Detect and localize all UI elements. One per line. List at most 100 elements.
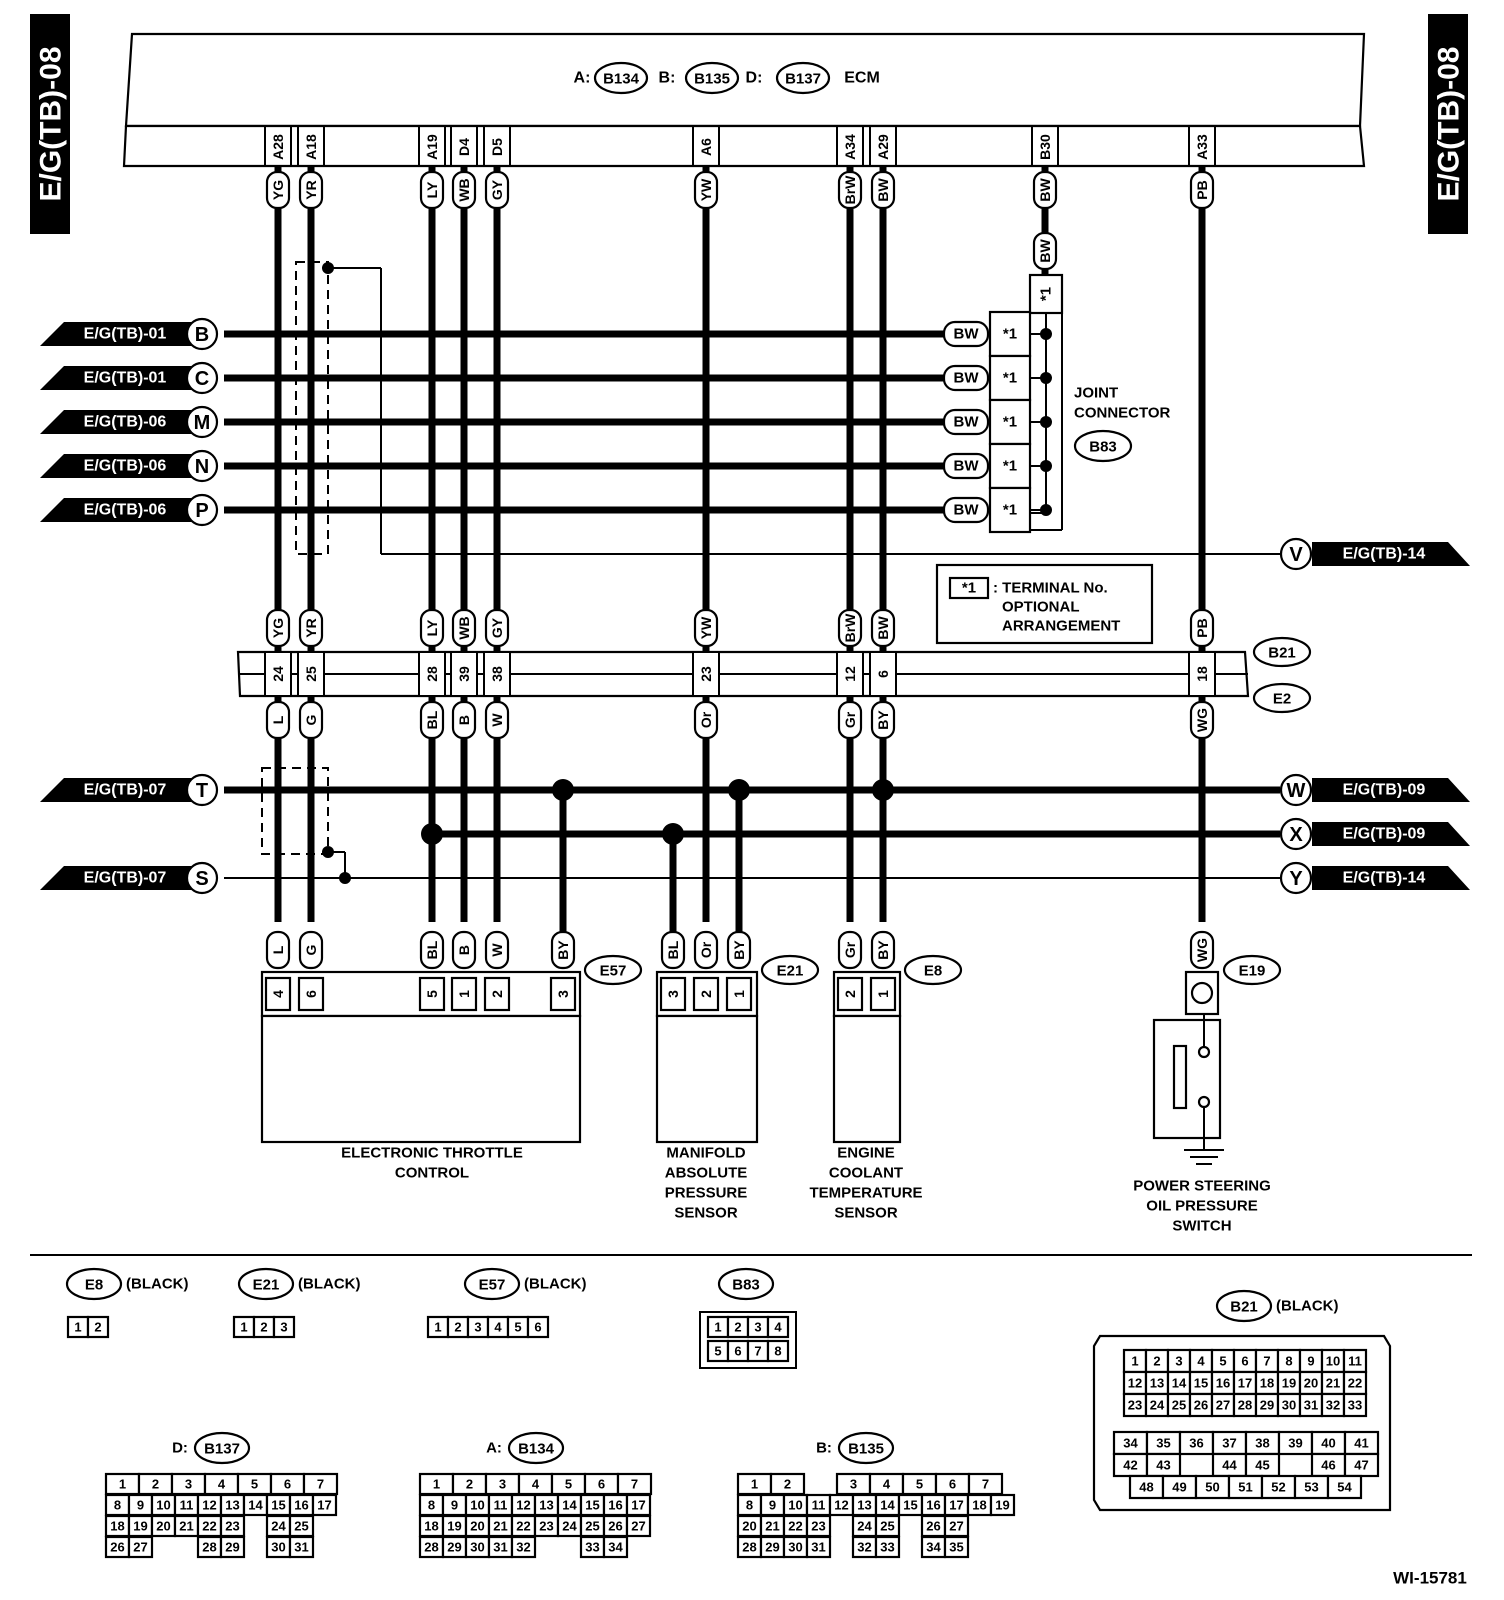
legend-d137-pin-29: 29	[225, 1540, 239, 1555]
e57-pin-4: 4	[270, 990, 286, 998]
e8-pin-2: 2	[842, 990, 858, 998]
legend-d137-pin-10: 10	[156, 1498, 170, 1513]
left-ref-circle	[185, 861, 219, 895]
e57-color-5: BY	[555, 940, 571, 960]
legend-b21-pin-37: 37	[1222, 1436, 1236, 1451]
splice-upper-color-1: YR	[303, 618, 319, 637]
b83-wire-color-1: BW	[954, 370, 980, 387]
legend-b135-pin-4: 4	[883, 1477, 891, 1492]
right-ref-circle	[1279, 537, 1313, 571]
e57-color-0: L	[270, 945, 286, 954]
legend-d137-pin-20: 20	[156, 1519, 170, 1534]
splice-lower-color-2-tag	[419, 700, 445, 740]
joint-title-1: JOINT	[1074, 385, 1118, 402]
e19-contact	[1197, 1095, 1211, 1109]
legend-a134-pin-16: 16	[608, 1498, 622, 1513]
e57-pin-6: 6	[303, 990, 319, 998]
legend-a134-pin-21: 21	[493, 1519, 507, 1534]
legend-a134-pin-34: 34	[608, 1540, 623, 1555]
legend-b21-pin-5: 5	[1219, 1354, 1226, 1369]
splice-upper-color-0: YG	[270, 618, 286, 638]
splice-upper-color-8: PB	[1194, 618, 1210, 637]
legend-a134-pin-9: 9	[451, 1498, 458, 1513]
ecm-wire-color-9-tag	[1189, 170, 1215, 210]
e19-element	[1172, 1044, 1188, 1110]
legend-d137-pin-19: 19	[133, 1519, 147, 1534]
legend-b83-pin-6: 6	[734, 1344, 741, 1359]
e57-body	[260, 1014, 582, 1144]
right-ref-arrow	[1312, 822, 1470, 846]
legend-b135-pin-16: 16	[926, 1498, 940, 1513]
b83-splice-dot	[1040, 372, 1052, 384]
ecm-wire-color-8-tag	[1032, 170, 1058, 210]
left-ref-page-6: E/G(TB)-07	[84, 870, 167, 887]
page-code-left: E/G(TB)-08	[35, 46, 68, 201]
legend-e57-cell	[526, 1315, 550, 1339]
left-ref-letter-N: N	[195, 456, 209, 478]
legend-b135-pin-29: 29	[765, 1540, 779, 1555]
legend-b21-pin-18: 18	[1260, 1376, 1274, 1391]
e21-color-0: BL	[665, 940, 681, 959]
e8-color-1: BY	[875, 940, 891, 960]
junction-by-e8	[872, 779, 894, 801]
legend-d137-pin-30: 30	[271, 1540, 285, 1555]
left-ref-circle	[185, 317, 219, 351]
legend-a134-id: B134	[518, 1441, 555, 1458]
legend-b83-cell	[766, 1315, 790, 1339]
e57-color-4-tag	[484, 930, 510, 970]
splice-pin-bg	[1190, 653, 1214, 695]
b83-wire-color-3: BW	[954, 458, 980, 475]
legend-b21-pin-31: 31	[1304, 1398, 1318, 1413]
ecm-wire-color-5-tag	[693, 170, 719, 210]
ecm-wire-color-9: PB	[1194, 180, 1210, 199]
legend-d137-cell	[127, 1535, 154, 1559]
legend-b135-pin-5: 5	[916, 1477, 923, 1492]
b83-splice-dot	[1040, 460, 1052, 472]
legend-e8-id-oval	[65, 1267, 123, 1301]
legend-a134-pin-33: 33	[585, 1540, 599, 1555]
splice-terminal-25: 25	[303, 666, 319, 682]
e19-name-3: SWITCH	[1172, 1218, 1231, 1235]
legend-d137-pin-7: 7	[317, 1477, 324, 1492]
left-ref-letter-M: M	[194, 412, 211, 434]
legend-b21-pin-32: 32	[1326, 1398, 1340, 1413]
right-ref-arrow	[1312, 542, 1470, 566]
ecm-conn-prefix-1: B:	[659, 70, 676, 87]
legend-b21-pin-53: 53	[1304, 1480, 1318, 1495]
ecm-wire-color-6: BrW	[842, 175, 858, 205]
e8-id-oval	[903, 954, 963, 986]
ecm-conn-0: B134	[603, 71, 640, 88]
legend-b135-pin-22: 22	[788, 1519, 802, 1534]
e21-pin-2: 2	[698, 990, 714, 998]
e21-name-4: SENSOR	[674, 1205, 738, 1222]
legend-b135-pin-32: 32	[857, 1540, 871, 1555]
legend-a134-pin-2: 2	[466, 1477, 473, 1492]
legend-d137-pin-23: 23	[225, 1519, 239, 1534]
e21-color-1: Or	[698, 941, 714, 958]
legend-a134-pin-12: 12	[516, 1498, 530, 1513]
b83-wire-tag	[942, 496, 990, 524]
legend-b21-pin-36: 36	[1189, 1436, 1203, 1451]
ecm-pin-A6: A6	[698, 138, 714, 156]
legend-a134-pin-30: 30	[470, 1540, 484, 1555]
legend-b21-pin-35: 35	[1156, 1436, 1170, 1451]
legend-b21-pin-21: 21	[1326, 1376, 1340, 1391]
left-ref-page-1: E/G(TB)-01	[84, 370, 167, 387]
splice-lower-color-3-tag	[451, 700, 477, 740]
page-code-right-bg	[1428, 14, 1468, 234]
legend-d137-pin-15: 15	[271, 1498, 285, 1513]
ecm-conn-0-oval	[593, 61, 649, 95]
legend-d137-id-oval	[193, 1431, 251, 1465]
splice-terminal-24: 24	[270, 666, 286, 682]
ecm-wire-color-6-tag	[837, 170, 863, 210]
splice-lower-color-4-tag	[484, 700, 510, 740]
legend-d137-pin-18: 18	[110, 1519, 124, 1534]
b83-top-terminal	[1028, 273, 1064, 315]
legend-b21-pin-34: 34	[1123, 1436, 1138, 1451]
legend-b21-pin-51: 51	[1238, 1480, 1252, 1495]
left-ref-letter-T: T	[196, 780, 208, 802]
page-code-right: E/G(TB)-08	[1433, 46, 1466, 201]
e8-color-1-tag	[870, 930, 896, 970]
legend-b135-pin-20: 20	[742, 1519, 756, 1534]
legend-b21-pin-8: 8	[1285, 1354, 1292, 1369]
